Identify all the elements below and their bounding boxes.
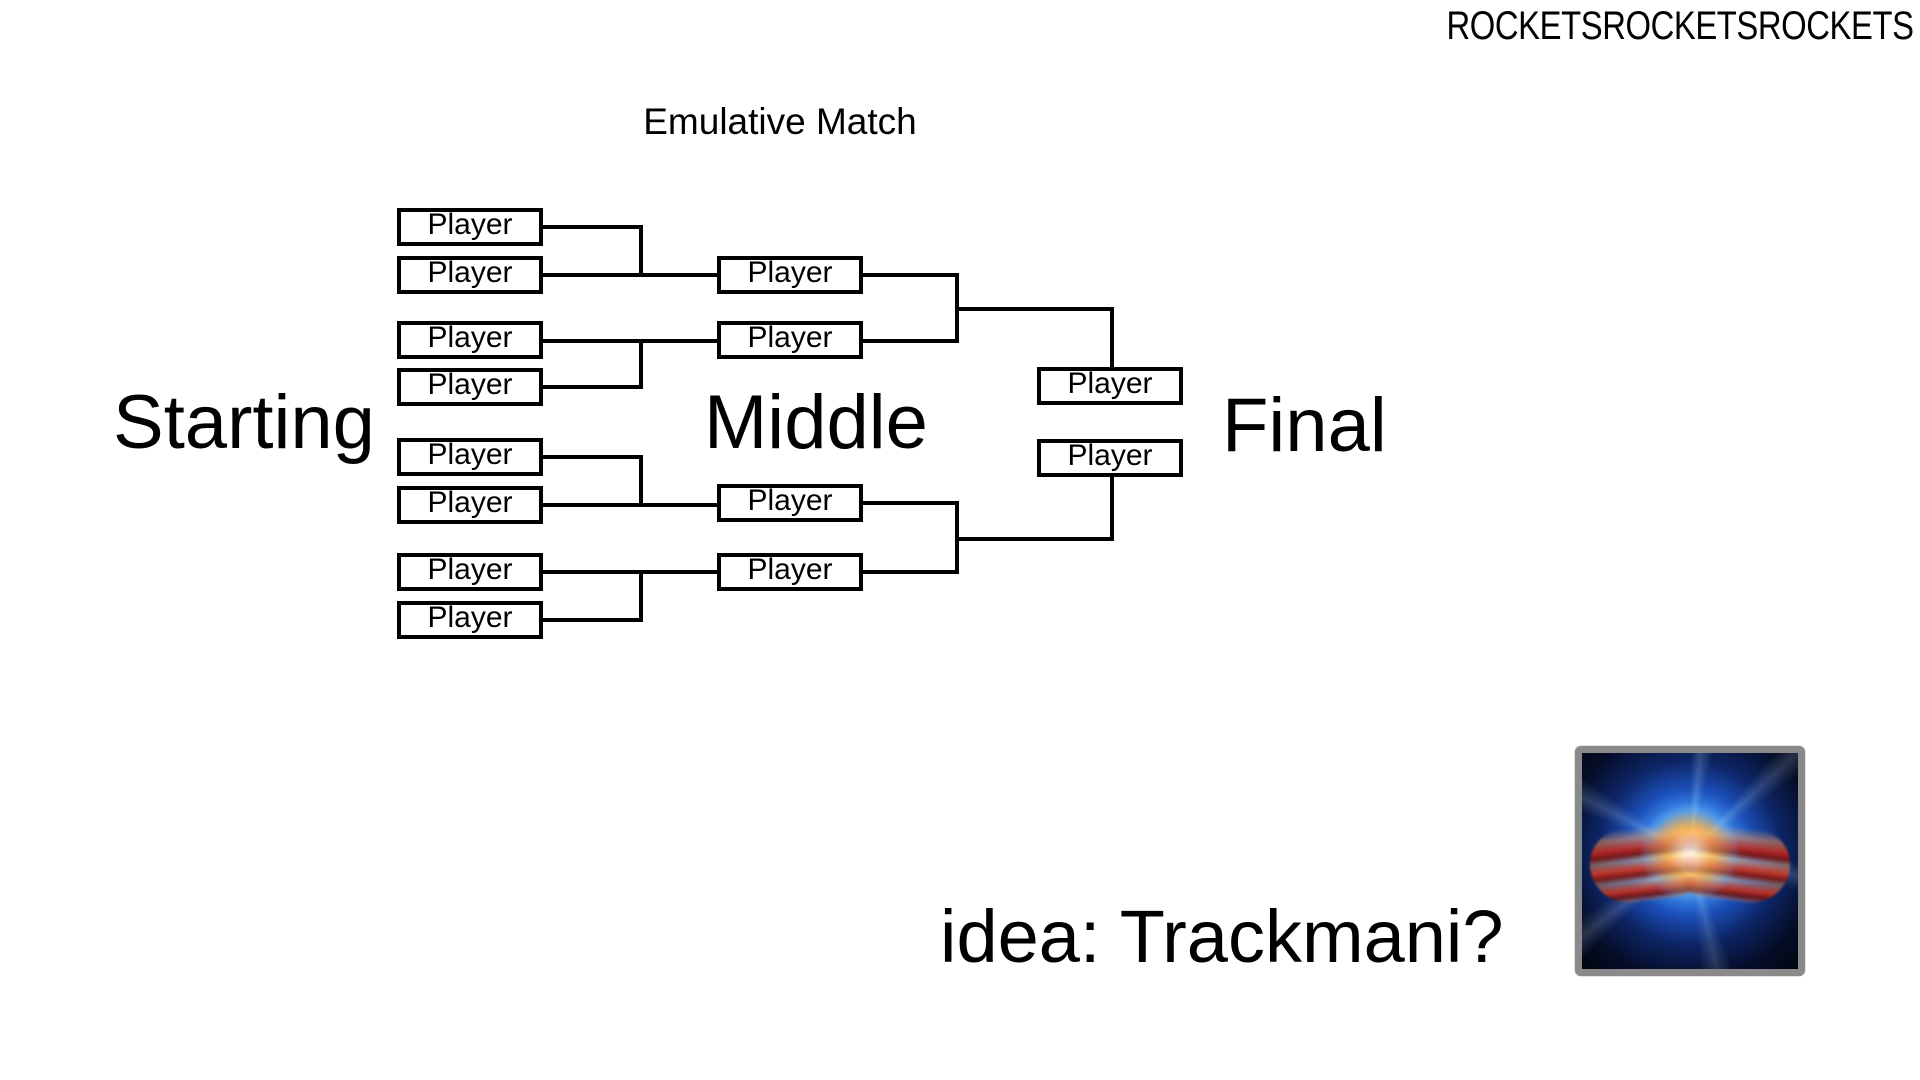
bracket-slot-label: Player	[427, 208, 513, 241]
bracket-slot-label: Player	[427, 553, 513, 586]
orb-glow	[1642, 804, 1738, 901]
connector-r1-pair4-bottom	[543, 618, 643, 622]
connector-r1-pair3-vertical	[639, 455, 643, 507]
connector-final-top-drop	[1110, 307, 1114, 371]
connector-r1-pair2-vertical	[639, 339, 643, 389]
connector-r1-pair3-top	[543, 455, 643, 459]
round-label-final: Final	[1222, 383, 1387, 468]
round-label-middle: Middle	[704, 380, 928, 465]
bracket-slot-label: Player	[427, 438, 513, 471]
bracket-slot-label: Player	[427, 486, 513, 519]
thumbnail-image[interactable]	[1575, 746, 1805, 976]
bracket-slot-label: Player	[427, 321, 513, 354]
bracket-slot-r2-1[interactable]: Player	[717, 256, 863, 294]
round-label-starting: Starting	[113, 380, 375, 465]
connector-r1-pair2-feed	[639, 339, 721, 343]
connector-r1-pair3-feed	[639, 503, 721, 507]
bracket-slot-label: Player	[747, 553, 833, 586]
connector-r2-upper-bottom	[863, 339, 959, 343]
connector-r1-pair2-top	[543, 339, 643, 343]
connector-r2-upper-top	[863, 273, 959, 277]
header-banner-text: ROCKETSROCKETSROCKETS	[1446, 4, 1914, 48]
bracket-slot-r2-4[interactable]: Player	[717, 553, 863, 591]
bracket-slot-label: Player	[747, 321, 833, 354]
bracket-slot-r3-1[interactable]: Player	[1037, 367, 1183, 405]
bracket-slot-r1-6[interactable]: Player	[397, 486, 543, 524]
page-title: Emulative Match	[643, 101, 917, 142]
bracket-slot-label: Player	[1067, 367, 1153, 400]
connector-r2-lower-feed	[955, 537, 1114, 541]
bracket-slot-r2-3[interactable]: Player	[717, 484, 863, 522]
bracket-slot-label: Player	[747, 484, 833, 517]
bracket-slot-label: Player	[427, 601, 513, 634]
connector-r1-pair1-bottom	[543, 273, 643, 277]
bracket-slot-r1-3[interactable]: Player	[397, 321, 543, 359]
bracket-slot-r3-2[interactable]: Player	[1037, 439, 1183, 477]
connector-r1-pair3-bottom	[543, 503, 643, 507]
connector-r1-pair1-feed	[639, 273, 721, 277]
connector-r1-pair1-vertical	[639, 225, 643, 277]
footer-idea-note: idea: Trackmani?	[940, 895, 1504, 978]
bracket-slot-label: Player	[1067, 439, 1153, 472]
connector-r1-pair4-top	[543, 570, 643, 574]
bracket-slot-label: Player	[747, 256, 833, 289]
connector-r1-pair4-vertical	[639, 570, 643, 622]
bracket-slot-label: Player	[427, 256, 513, 289]
bracket-slot-r1-5[interactable]: Player	[397, 438, 543, 476]
connector-r2-lower-top	[863, 501, 959, 505]
bracket-slot-r1-4[interactable]: Player	[397, 368, 543, 406]
connector-final-bottom-rise	[1110, 473, 1114, 541]
bracket-slot-r1-2[interactable]: Player	[397, 256, 543, 294]
bracket-slot-r1-8[interactable]: Player	[397, 601, 543, 639]
bracket-slot-r1-7[interactable]: Player	[397, 553, 543, 591]
bracket-slot-r2-2[interactable]: Player	[717, 321, 863, 359]
connector-r1-pair4-feed	[639, 570, 721, 574]
connector-r2-lower-bottom	[863, 570, 959, 574]
connector-r1-pair1-top	[543, 225, 643, 229]
bracket-slot-r1-1[interactable]: Player	[397, 208, 543, 246]
connector-r2-upper-feed	[955, 307, 1114, 311]
bracket-slot-label: Player	[427, 368, 513, 401]
connector-r1-pair2-bottom	[543, 385, 643, 389]
